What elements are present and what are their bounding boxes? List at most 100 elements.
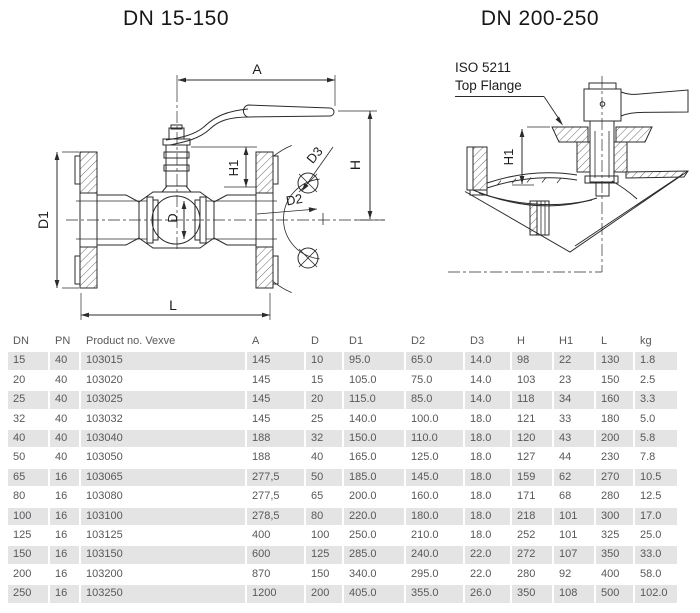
table-cell: 127 — [517, 451, 536, 464]
table-cell: 145 — [252, 373, 271, 386]
table-cell: 16 — [50, 468, 79, 487]
table-cell: 80 — [13, 490, 26, 503]
table-cell: 200 — [13, 567, 32, 580]
table-cell: 103150 — [81, 546, 245, 564]
table-cell: 103065 — [81, 468, 245, 487]
table-cell: 218 — [512, 507, 552, 526]
table-cell: 43 — [554, 429, 594, 448]
table-cell: 277,5 — [252, 490, 280, 503]
table-cell: 600 — [247, 546, 304, 564]
dim-H: H — [338, 110, 385, 221]
table-cell: 40 — [50, 391, 79, 409]
table-cell: 18.0 — [470, 490, 492, 503]
table-cell: 200 — [596, 429, 633, 448]
table-header-cell: PN — [55, 335, 71, 347]
right-centerlines — [448, 76, 603, 273]
table-cell: 68 — [559, 490, 572, 503]
table-cell: 32 — [13, 412, 26, 425]
table-cell: 80 — [306, 507, 342, 526]
table-cell: 100.0 — [411, 412, 439, 425]
table-cell: 7.8 — [640, 451, 656, 464]
table-cell: 2.5 — [640, 373, 656, 386]
table-cell: 101 — [559, 528, 578, 541]
table-cell: 272 — [512, 546, 552, 564]
dim-H1-left: H1 — [191, 146, 257, 188]
table-cell: 23 — [559, 373, 572, 386]
table-cell: 95.0 — [344, 352, 404, 370]
table-cell: 12.5 — [640, 490, 662, 503]
table-cell: 278,5 — [247, 507, 304, 526]
table-cell: 1.8 — [635, 352, 677, 370]
table-cell: 50 — [13, 451, 26, 464]
table-cell: 65.0 — [406, 352, 463, 370]
table-cell: 25.0 — [640, 528, 662, 541]
table-cell: 103032 — [86, 412, 123, 425]
table-cell: 22.0 — [465, 546, 510, 564]
table-cell: 5.8 — [635, 429, 677, 448]
table-cell: 100 — [311, 528, 330, 541]
dim-label-h1: H1 — [226, 160, 241, 177]
table-cell: 20 — [306, 391, 342, 409]
table-cell: 115.0 — [344, 391, 404, 409]
table-cell: 15 — [8, 352, 48, 370]
dim-L: L — [80, 293, 271, 320]
right-drawing-title: DN 200-250 — [481, 7, 599, 30]
table-cell: 103250 — [81, 585, 245, 603]
callout-line2: Top Flange — [455, 78, 522, 93]
dim-label-l: L — [169, 297, 177, 313]
table-cell: 230 — [601, 451, 620, 464]
table-cell: 33.0 — [635, 546, 677, 564]
table-header-cell: L — [601, 335, 608, 347]
table-cell: 34 — [554, 391, 594, 409]
table-cell: 3.3 — [635, 391, 677, 409]
table-header-cell: D3 — [470, 335, 485, 347]
table-cell: 250 — [8, 585, 48, 603]
table-cell: 870 — [252, 567, 271, 580]
table-cell: 280 — [601, 490, 620, 503]
table-cell: 110.0 — [406, 429, 463, 448]
table-cell: 500 — [596, 585, 633, 603]
table-cell: 277,5 — [247, 468, 304, 487]
table-cell: 121 — [517, 412, 536, 425]
table-cell: 103020 — [86, 373, 123, 386]
dim-label-a: A — [252, 61, 262, 77]
table-cell: 65 — [8, 468, 48, 487]
table-cell: 400 — [601, 567, 620, 580]
table-cell: 160 — [596, 391, 633, 409]
table-cell: 118 — [512, 391, 552, 409]
table-cell: 32 — [306, 429, 342, 448]
table-cell: 150 — [311, 567, 330, 580]
table-cell: 18.0 — [470, 528, 492, 541]
table-cell: 16 — [55, 567, 68, 580]
table-cell: 105.0 — [349, 373, 377, 386]
iso5211-callout: ISO 5211 Top Flange — [455, 60, 563, 126]
table-cell: 18.0 — [470, 412, 492, 425]
table-cell: 159 — [512, 468, 552, 487]
table-cell: 355.0 — [406, 585, 463, 603]
bolt-circle-view: D3 D2 — [256, 144, 334, 293]
table-cell: 270 — [596, 468, 633, 487]
table-cell: 103200 — [86, 567, 123, 580]
table-cell: 20 — [13, 373, 26, 386]
table-cell: 10.5 — [635, 468, 677, 487]
table-cell: 295.0 — [411, 567, 439, 580]
table-cell: 160.0 — [411, 490, 439, 503]
table-cell: 98 — [512, 352, 552, 370]
table-cell: 14.0 — [465, 352, 510, 370]
table-cell: 14.0 — [465, 391, 510, 409]
table-cell: 140.0 — [349, 412, 377, 425]
dim-H1-right: H1 — [501, 126, 550, 186]
table-cell: 40 — [8, 429, 48, 448]
table-cell: 17.0 — [635, 507, 677, 526]
left-drawing-title: DN 15-150 — [123, 7, 229, 30]
table-cell: 103015 — [81, 352, 245, 370]
table-cell: 285.0 — [344, 546, 404, 564]
table-cell: 405.0 — [344, 585, 404, 603]
right-valve-body — [464, 146, 689, 253]
table-cell: 92 — [559, 567, 572, 580]
table-cell: 107 — [554, 546, 594, 564]
table-cell: 103040 — [81, 429, 245, 448]
table-cell: 165.0 — [349, 451, 377, 464]
right-stem — [576, 120, 628, 197]
callout-line1: ISO 5211 — [455, 60, 511, 75]
